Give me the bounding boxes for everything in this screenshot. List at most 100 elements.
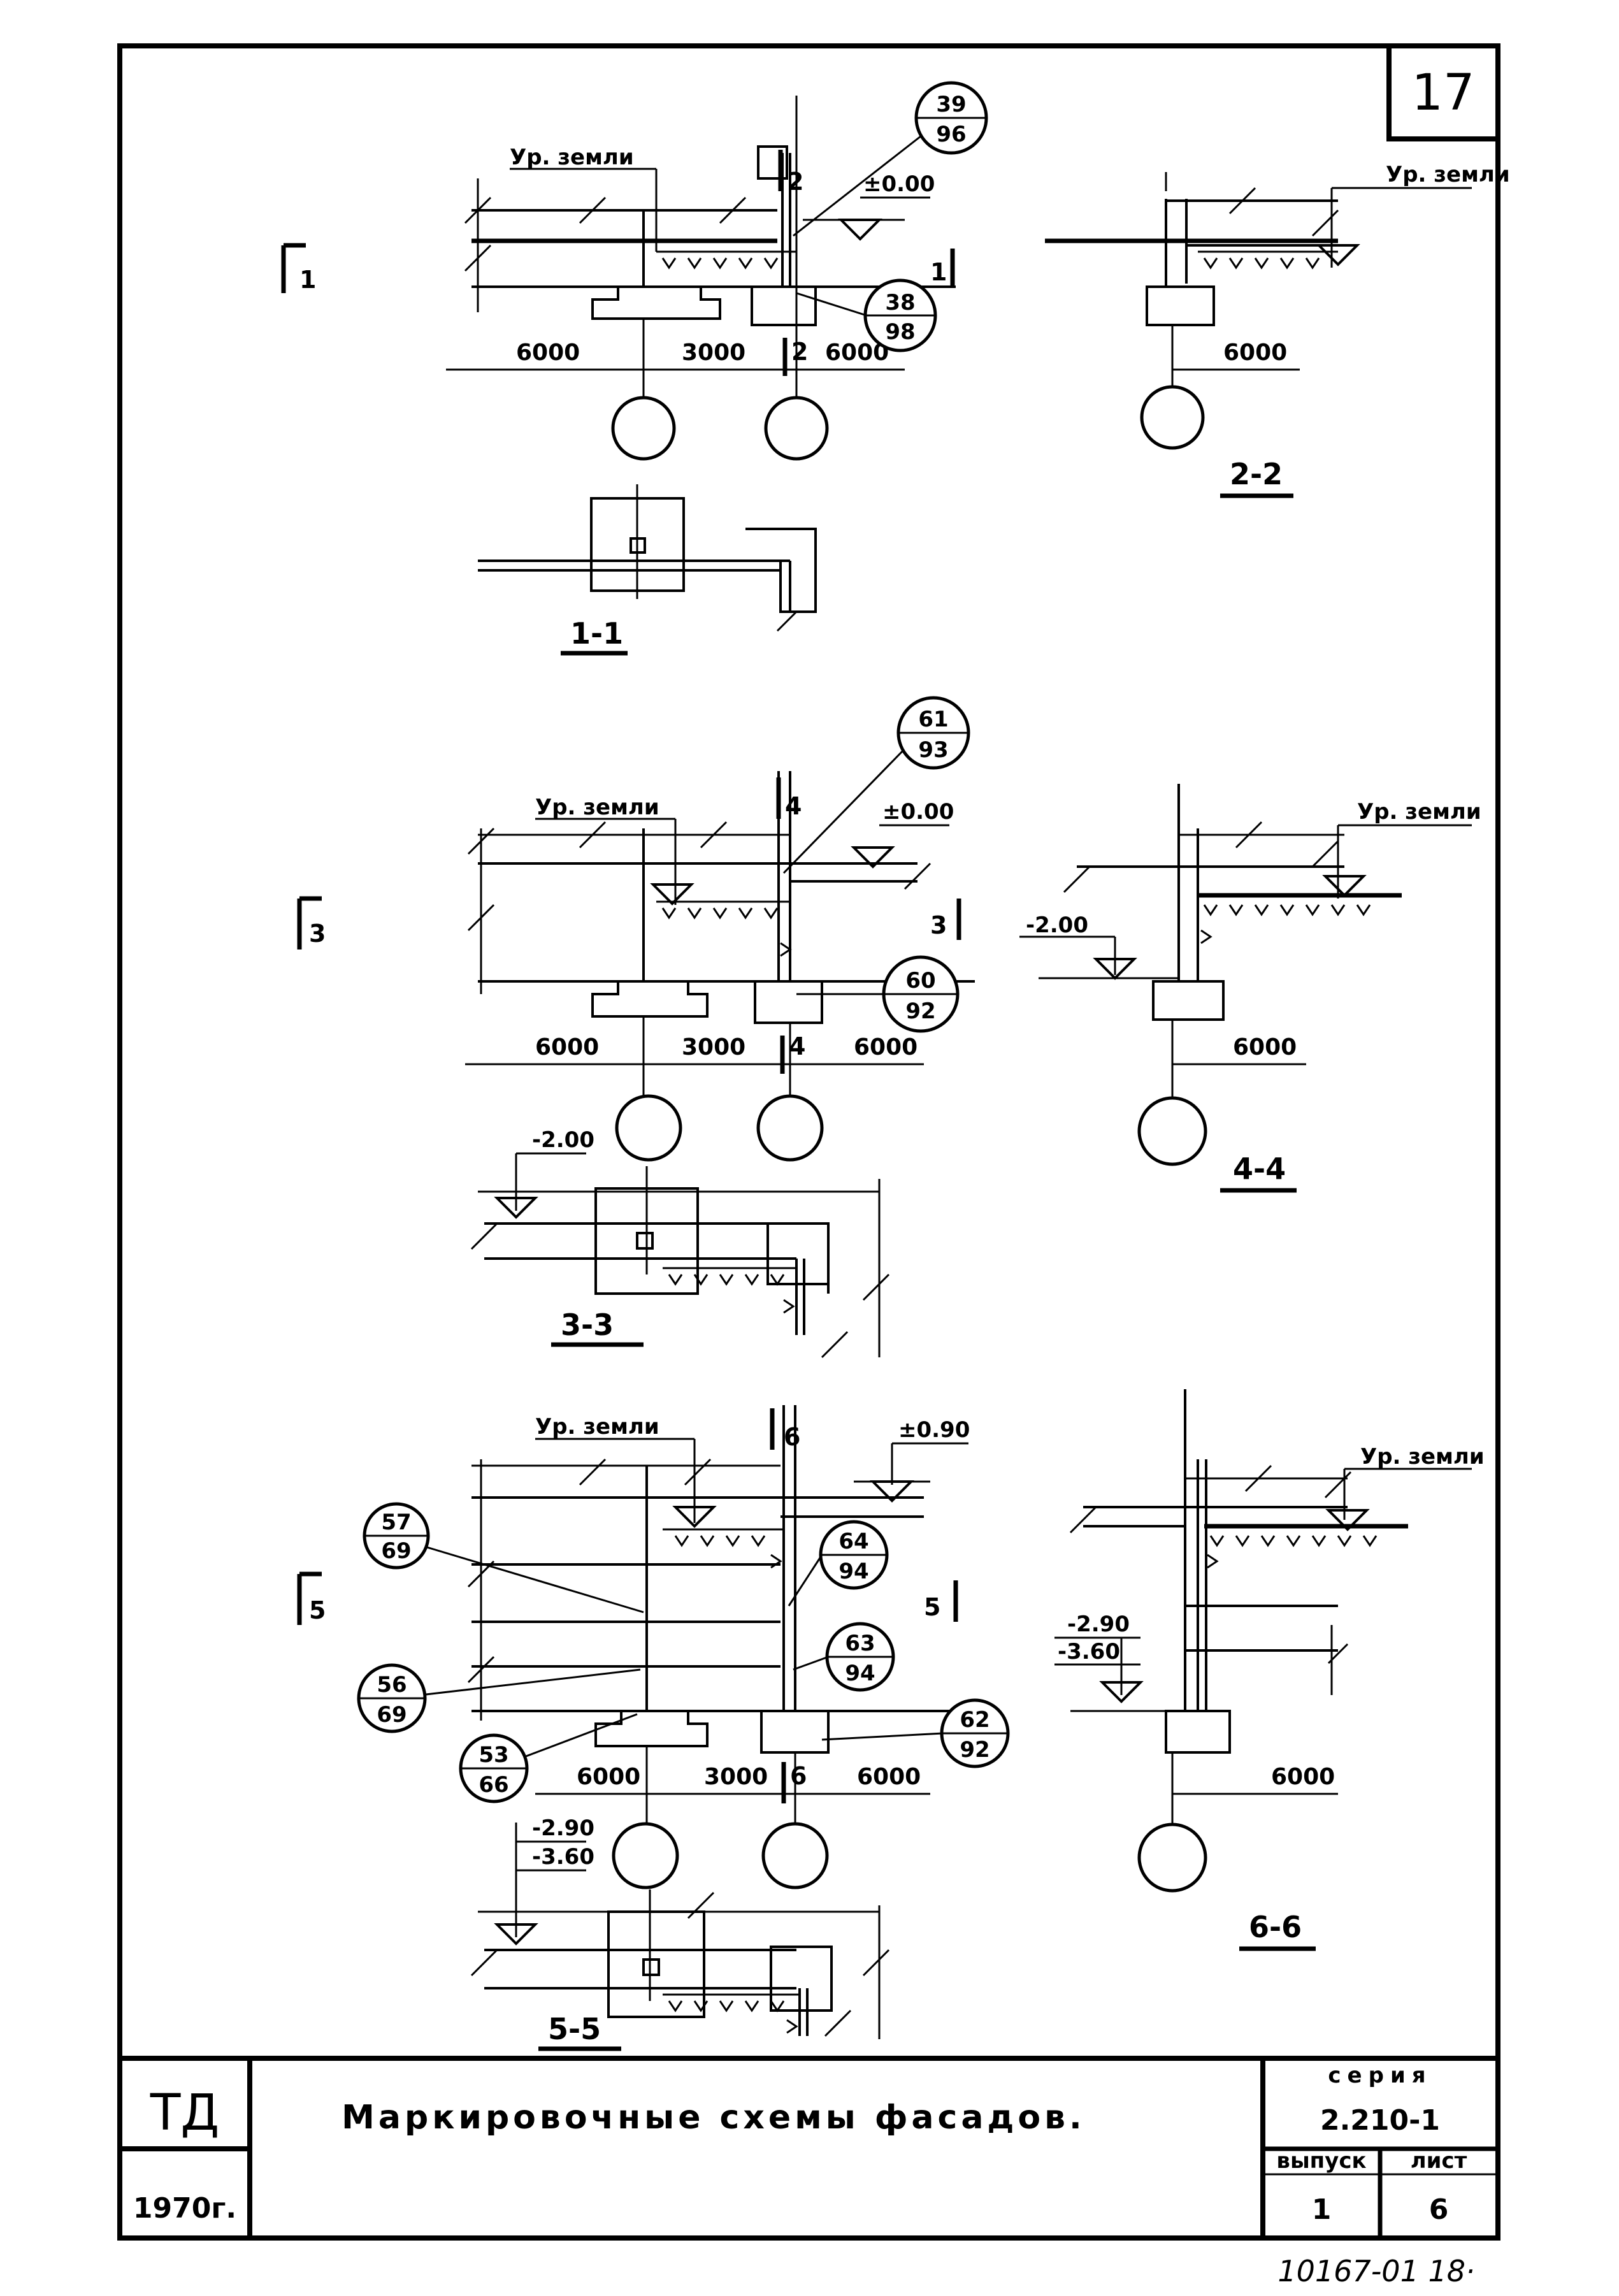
axis-circle [615,1094,682,1162]
ground-level-label-2: Ур. земли [1386,162,1510,187]
section-mark-6-top: 6 [784,1423,800,1451]
section-6-6: Ур. земли -2.90 -3.60 6000 6-6 [1054,1389,1485,1951]
svg-text:60: 60 [905,968,935,993]
svg-text:38: 38 [885,290,915,315]
series-value: 2.210-1 [1320,2104,1440,2137]
bubble-53-66: 53 66 [459,1733,529,1803]
svg-text:69: 69 [381,1538,411,1564]
svg-text:61: 61 [918,707,948,732]
level-360-5-5: -3.60 [532,1844,594,1870]
section-1-1: 1-1 [478,484,817,656]
sheet-value: 6 [1429,2193,1449,2226]
section-5-5: -2.90 -3.60 5-5 [470,1816,890,2051]
dim-6000-6-6: 6000 [1271,1764,1335,1790]
svg-text:62: 62 [960,1707,989,1733]
org-code: ТД [150,2084,220,2142]
dim-3000: 3000 [682,340,745,366]
svg-text:64: 64 [838,1529,868,1554]
svg-text:69: 69 [377,1702,407,1728]
series-label: серия [1328,2063,1432,2088]
level-000: ±0.00 [863,171,935,197]
level-200-3-3: -2.00 [532,1127,594,1153]
section-title-3-3: 3-3 [561,1308,614,1342]
svg-text:94: 94 [838,1559,868,1584]
level-360-6-6: -3.60 [1058,1639,1120,1664]
bubble-56-69: 56 69 [357,1663,427,1733]
svg-text:39: 39 [936,92,966,117]
ground-level-label: Ур. земли [510,145,634,170]
ground-level-label-5: Ур. земли [535,1414,659,1440]
svg-text:93: 93 [918,737,948,763]
section-mark-3-right: 3 [930,911,947,939]
sheet-border [117,43,1500,2241]
bubble-39-96: 39 96 [914,81,988,155]
section-mark-2-top: 2 [787,168,803,196]
svg-text:94: 94 [845,1661,875,1686]
svg-text:92: 92 [905,999,935,1024]
section-mark-1: 1 [299,266,316,294]
axis-circle [1137,1096,1207,1166]
sheet-label: лист [1411,2148,1467,2174]
section-title-4-4: 4-4 [1233,1152,1286,1186]
bubble-63-94: 63 94 [825,1622,895,1692]
section-mark-3: 3 [309,920,326,948]
dim-6000-right-5: 6000 [857,1764,921,1790]
axis-circle [756,1094,824,1162]
axis-circle [612,1822,679,1889]
section-title-1-1: 1-1 [570,616,623,651]
level-290-6-6: -2.90 [1067,1612,1130,1637]
bubble-57-69: 57 69 [363,1502,430,1570]
svg-text:57: 57 [381,1510,411,1535]
section-title-2-2: 2-2 [1230,457,1283,491]
dim-6000-left: 6000 [516,340,580,366]
issue-label: выпуск [1276,2148,1366,2174]
section-mark-5-right: 5 [924,1593,940,1621]
bubble-64-94: 64 94 [819,1520,889,1590]
svg-text:92: 92 [960,1737,989,1763]
bubble-61-93: 61 93 [896,696,970,770]
level-290-5-5: -2.90 [532,1816,594,1841]
title-block: ТД 1970г. Маркировочные схемы фасадов. с… [120,2056,1498,2238]
axis-circle [764,396,829,461]
section-mark-2-bottom: 2 [791,338,808,366]
svg-text:53: 53 [479,1742,508,1768]
level-090: ±0.90 [898,1417,970,1443]
svg-text:96: 96 [936,122,966,147]
section-title-5-5: 5-5 [548,2012,601,2046]
section-mark-5: 5 [309,1596,326,1624]
svg-text:98: 98 [885,319,915,345]
ground-level-label-6: Ур. земли [1360,1444,1485,1469]
handwritten-note: 10167-01 18· [1277,2254,1474,2288]
dim-3000-5: 3000 [704,1764,768,1790]
issue-value: 1 [1312,2193,1332,2226]
section-3-3: -2.00 3-3 [470,1127,890,1359]
facade-scheme-2: 3 Ур. земли ±0.00 4 3 6000 3000 6000 [297,747,975,1162]
bubble-60-92: 60 92 [882,955,960,1033]
dim-6000-left-5: 6000 [577,1764,640,1790]
bubble-38-98: 38 98 [863,278,937,352]
page-number-box [1386,43,1500,141]
section-mark-4-bottom: 4 [789,1032,805,1060]
dim-6000-4-4: 6000 [1233,1034,1297,1060]
ground-level-label-3: Ур. земли [535,795,659,820]
ground-level-label-4: Ур. земли [1357,799,1481,825]
section-mark-1-right: 1 [930,258,947,286]
year: 1970г. [133,2192,236,2225]
dim-3000-3: 3000 [682,1034,745,1060]
axis-circle [761,1822,829,1889]
drawing-title: Маркировочные схемы фасадов. [342,2098,1086,2137]
facade-scheme-3: 5 Ур. земли ±0.90 6 5 6000 3 [297,1405,975,1889]
section-mark-6-bottom: 6 [790,1762,807,1790]
axis-circle [1140,385,1205,450]
bubble-62-92: 62 92 [940,1698,1010,1768]
page-number: 17 [1411,64,1474,122]
dim-6000-2-2: 6000 [1223,340,1287,366]
level-000-3: ±0.00 [882,799,954,825]
dim-6000-right-3: 6000 [854,1034,917,1060]
axis-circle [1137,1823,1207,1893]
facade-scheme-1: 1 Ур. земли ±0.00 2 1 [281,96,956,461]
section-2-2: Ур. земли 6000 2-2 [1045,162,1510,498]
svg-text:63: 63 [845,1631,875,1656]
section-mark-4-top: 4 [785,792,802,820]
